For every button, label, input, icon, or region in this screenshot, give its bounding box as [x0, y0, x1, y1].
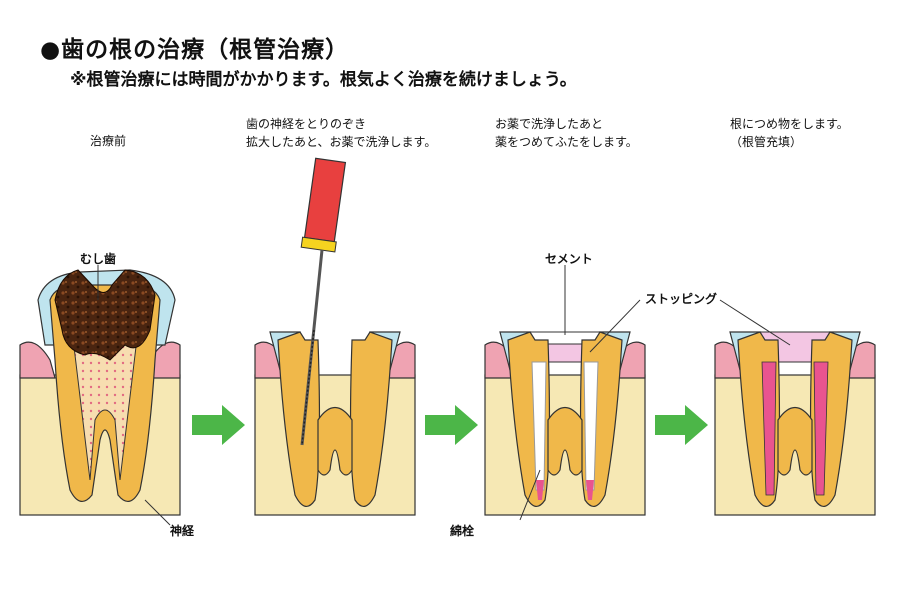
- step-4-caption-line-1: 根につめ物をします。: [730, 117, 849, 131]
- tooth-cleaning: [254, 331, 416, 516]
- dentin: [349, 331, 393, 507]
- page-title: ●歯の根の治療（根管治療）: [40, 37, 350, 63]
- nerve-label: 神経: [170, 524, 195, 538]
- medication: [586, 480, 594, 500]
- dentin: [777, 406, 813, 476]
- step-3-caption-line-2: 薬をつめてふたをします。: [495, 135, 638, 149]
- step-2-caption: 歯の神経をとりのぞき 拡大したあと、お薬で洗浄します。: [246, 115, 436, 151]
- dentin: [547, 406, 583, 476]
- caries: [54, 269, 156, 361]
- step-4-caption: 根につめ物をします。 （根管充填）: [730, 115, 849, 151]
- arrow-icon: [192, 405, 245, 445]
- arrow-icon: [425, 405, 478, 445]
- cotton-plug: [583, 361, 599, 491]
- page-subtitle: ※根管治療には時間がかかります。根気よく治療を続けましょう。: [70, 70, 577, 90]
- arrow-icon: [655, 405, 708, 445]
- step-3-caption-line-1: お薬で洗浄したあと: [495, 117, 604, 131]
- canal-filling: [813, 361, 829, 496]
- stopping-leader: [589, 299, 641, 353]
- step-3-caption: お薬で洗浄したあと 薬をつめてふたをします。: [495, 115, 638, 151]
- step-1-caption: 治療前: [90, 132, 126, 150]
- cement-label: セメント: [545, 252, 593, 266]
- canal-filling: [761, 361, 777, 496]
- pulp-nerve: [71, 329, 139, 481]
- step-4-caption-line-2: （根管充填）: [730, 135, 803, 149]
- stopping-label: ストッピング: [645, 292, 718, 306]
- gum: [19, 341, 56, 379]
- step-2-caption-line-1: 歯の神経をとりのぞき: [246, 117, 367, 131]
- file-blade: [301, 329, 315, 446]
- nerve-leader: [144, 499, 171, 526]
- cotton-plug-leader: [519, 469, 541, 521]
- tooth-sealed: [484, 331, 646, 516]
- step-1-caption-line-1: 治療前: [90, 134, 127, 148]
- cotton-plug-label: 綿栓: [450, 524, 475, 538]
- medication: [536, 480, 544, 500]
- file-instrument: [300, 157, 347, 446]
- cotton-plug: [531, 361, 547, 491]
- stopping-leader-2: [719, 299, 791, 346]
- step-2-caption-line-2: 拡大したあと、お薬で洗浄します。: [246, 135, 437, 149]
- file-collar: [300, 236, 337, 253]
- tooth-before: [19, 269, 181, 516]
- file-handle: [303, 157, 347, 243]
- dentin: [317, 406, 353, 476]
- tooth-filled: [714, 331, 876, 516]
- caries-label: むし歯: [80, 252, 117, 266]
